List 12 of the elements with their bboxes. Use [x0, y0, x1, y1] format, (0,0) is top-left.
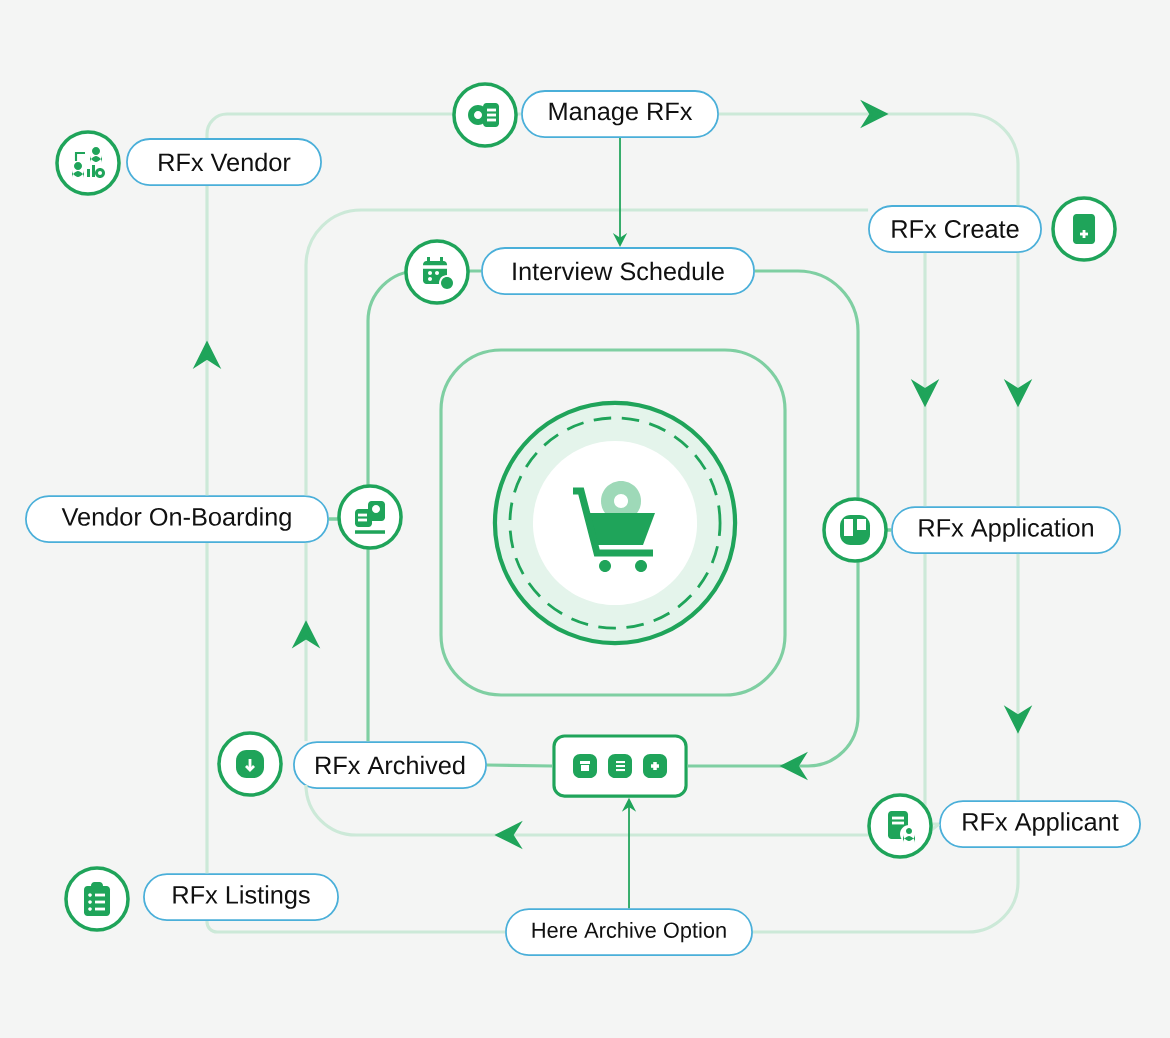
label-pill: RFx Applicant	[939, 800, 1141, 848]
arrow	[718, 99, 1020, 206]
label-pill: RFx Application	[891, 506, 1121, 554]
label-pill: RFx Archived	[293, 741, 487, 789]
label-pill: RFx Create	[868, 205, 1042, 253]
label-pill: Here Archive Option	[505, 908, 753, 956]
label-pill: Vendor On-Boarding	[25, 495, 329, 543]
arrow	[304, 783, 941, 850]
label-pill: Manage RFx	[521, 90, 719, 138]
label-pill: Interview Schedule	[481, 247, 755, 295]
label-pill: RFx Listings	[143, 873, 339, 921]
label-pill: RFx Vendor	[126, 138, 322, 186]
